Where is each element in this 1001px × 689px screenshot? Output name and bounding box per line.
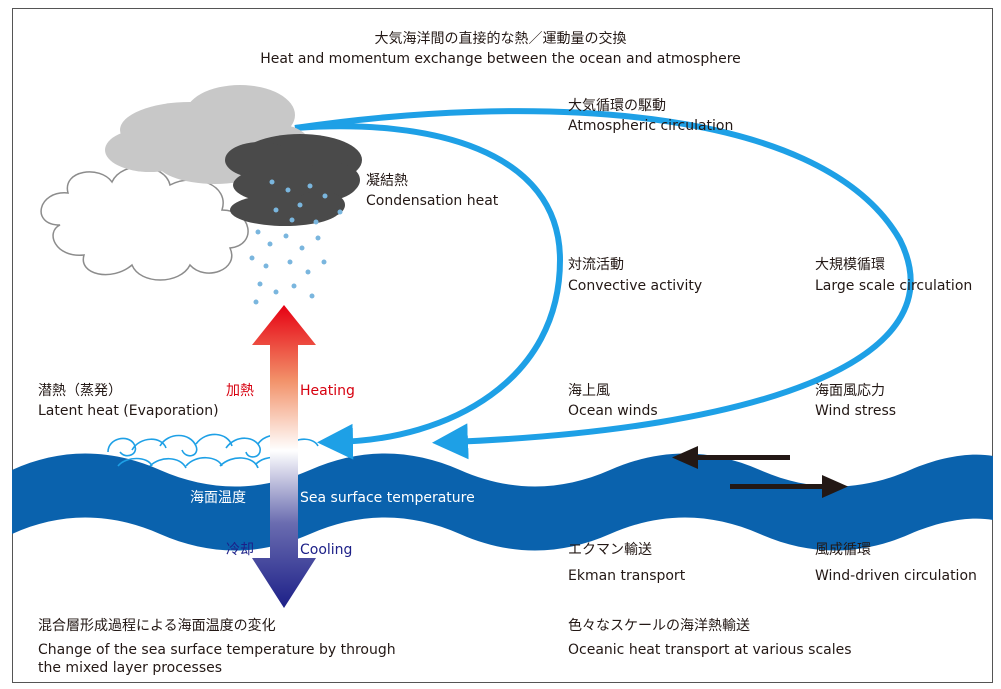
convective-jp: 対流活動 xyxy=(568,257,624,273)
rain-icon xyxy=(249,179,343,305)
oceanic-heat-jp: 色々なスケールの海洋熱輸送 xyxy=(568,618,750,634)
ocean-winds-en: Ocean winds xyxy=(568,403,658,419)
large-scale-circulation-arrow xyxy=(294,108,914,460)
white-cloud-icon xyxy=(40,166,249,281)
wind-arrow-icon xyxy=(672,446,848,498)
heating-en: Heating xyxy=(300,383,355,399)
sst-jp: 海面温度 xyxy=(190,490,246,506)
latent-en: Latent heat (Evaporation) xyxy=(38,403,219,419)
condensation-en: Condensation heat xyxy=(366,193,499,209)
atmos-circ-jp: 大気循環の駆動 xyxy=(568,98,666,114)
mixed-layer-en2: the mixed layer processes xyxy=(38,660,223,676)
sst-en: Sea surface temperature xyxy=(300,490,475,506)
wind-stress-en: Wind stress xyxy=(815,403,897,419)
oceanic-heat-en: Oceanic heat transport at various scales xyxy=(568,642,852,658)
condensation-jp: 凝結熱 xyxy=(366,173,408,189)
ocean-winds-jp: 海上風 xyxy=(568,383,610,399)
convective-activity-arrow xyxy=(294,123,564,460)
ocean-band xyxy=(12,453,993,551)
title-en: Heat and momentum exchange between the o… xyxy=(260,51,741,67)
atmos-circ-en: Atmospheric circulation xyxy=(568,118,734,134)
ekman-jp: エクマン輸送 xyxy=(568,542,652,558)
temperature-arrow-icon xyxy=(252,305,316,608)
cooling-en: Cooling xyxy=(300,542,353,558)
mixed-layer-jp: 混合層形成過程による海面温度の変化 xyxy=(38,618,276,634)
large-scale-jp: 大規模循環 xyxy=(815,257,885,273)
heating-jp: 加熱 xyxy=(226,383,254,399)
large-scale-en: Large scale circulation xyxy=(815,278,973,294)
latent-jp: 潜熱（蒸発） xyxy=(38,383,122,399)
cooling-jp: 冷却 xyxy=(226,542,254,558)
convective-en: Convective activity xyxy=(568,278,703,294)
mixed-layer-en1: Change of the sea surface temperature by… xyxy=(38,642,396,658)
wind-driven-en: Wind-driven circulation xyxy=(815,568,977,584)
wind-stress-jp: 海面風応力 xyxy=(815,383,885,399)
diagram-frame xyxy=(12,8,993,683)
dark-cloud-icon xyxy=(225,134,362,226)
ekman-en: Ekman transport xyxy=(568,568,686,584)
title-jp: 大気海洋間の直接的な熱／運動量の交換 xyxy=(374,31,627,47)
wind-driven-jp: 風成循環 xyxy=(815,542,871,558)
